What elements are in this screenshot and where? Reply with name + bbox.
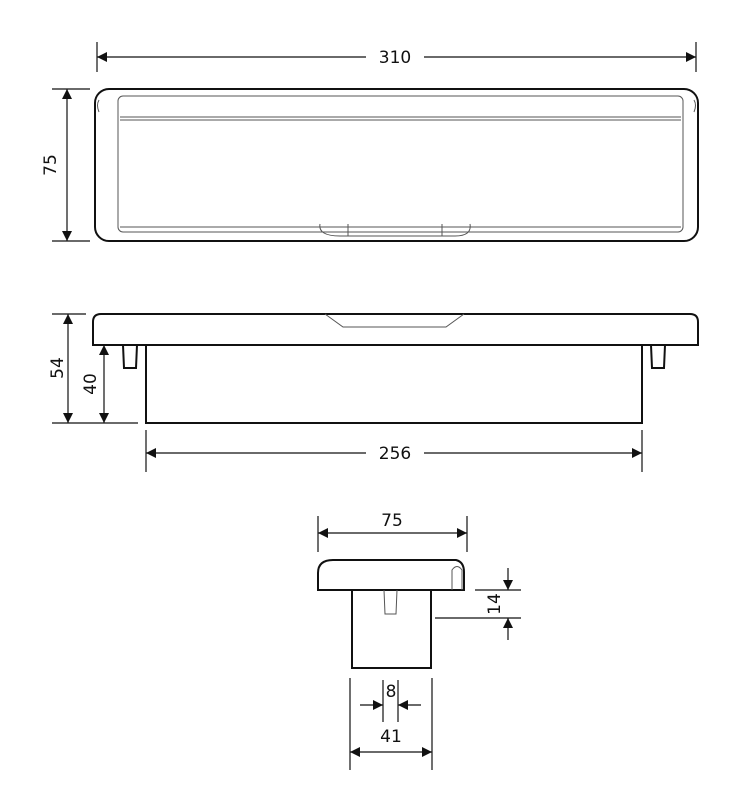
dimension-label: 54	[48, 357, 68, 379]
top-view	[94, 88, 699, 242]
side-peg-right	[650, 344, 666, 369]
dimension-label: 75	[41, 154, 61, 176]
dimension-8: 8	[360, 680, 421, 722]
dimension-14: 14	[435, 568, 521, 640]
dimension-label: 14	[485, 593, 505, 615]
dimension-75-end: 75	[317, 511, 468, 552]
side-cap	[92, 313, 699, 346]
side-grip	[324, 313, 465, 328]
end-view	[317, 559, 465, 669]
top-grip	[319, 223, 471, 237]
dimension-label: 8	[386, 682, 397, 702]
dimension-310: 310	[96, 42, 697, 72]
top-outline	[94, 88, 699, 242]
end-cap	[317, 559, 465, 591]
side-peg-left	[122, 344, 138, 369]
side-view	[92, 313, 699, 424]
dimension-label: 41	[380, 727, 402, 747]
top-opening	[117, 95, 684, 233]
dimension-256: 256	[145, 430, 643, 472]
side-body	[145, 344, 643, 424]
dimension-54: 54	[48, 313, 138, 424]
dimension-label: 256	[379, 444, 411, 464]
dimension-75-top: 75	[41, 88, 90, 242]
dimension-label: 310	[379, 48, 411, 68]
dimension-label: 75	[381, 511, 403, 531]
dimension-41: 41	[349, 678, 433, 770]
dimension-40: 40	[81, 345, 109, 423]
dimension-label: 40	[81, 373, 101, 395]
end-body	[351, 589, 432, 669]
end-peg	[383, 589, 398, 615]
